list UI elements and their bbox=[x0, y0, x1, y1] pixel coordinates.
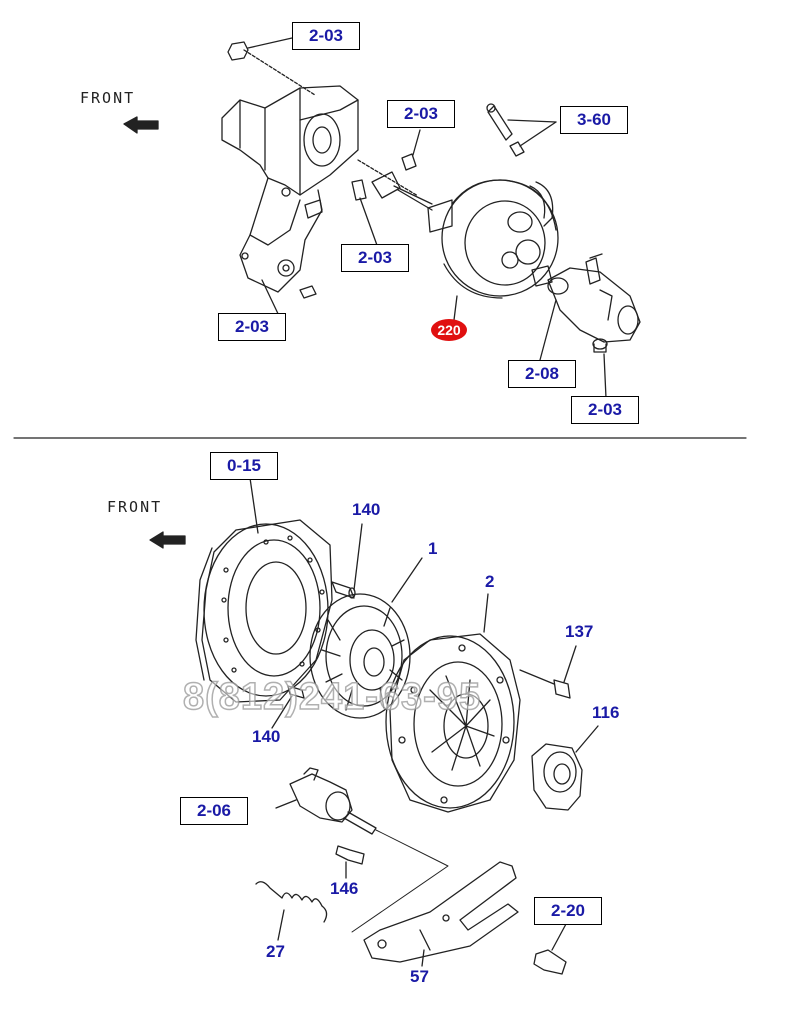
part-number-bearing[interactable]: 116 bbox=[592, 703, 620, 722]
ref-label-bolt-top[interactable]: 2-03 bbox=[292, 22, 360, 50]
ref-label-bolt-mid[interactable]: 2-03 bbox=[387, 100, 455, 128]
dowel-pin-top bbox=[331, 581, 356, 599]
front-label: FRONT bbox=[80, 89, 136, 107]
part-number-bleeder[interactable]: 146 bbox=[330, 879, 359, 898]
bleeder-screw bbox=[335, 845, 365, 865]
highlight-badge[interactable]: 220 bbox=[431, 319, 467, 341]
pushrod bbox=[351, 129, 433, 211]
part-number-spring[interactable]: 27 bbox=[266, 942, 285, 961]
ref-label-master-cylinder[interactable]: 2-08 bbox=[508, 360, 576, 388]
front-arrow-icon bbox=[123, 116, 159, 134]
ref-label-hose[interactable]: 3-60 bbox=[560, 106, 628, 134]
ref-label-clip[interactable]: 2-03 bbox=[341, 244, 409, 272]
top-bolt bbox=[227, 41, 316, 96]
part-number-pin-top[interactable]: 140 bbox=[352, 500, 381, 519]
ref-label-nut[interactable]: 2-03 bbox=[571, 396, 639, 424]
pedal-bracket bbox=[221, 85, 359, 299]
front-label-2: FRONT bbox=[107, 498, 163, 516]
pivot-bolt bbox=[533, 949, 567, 975]
pressure-plate-cover bbox=[385, 633, 521, 813]
ref-label-bracket[interactable]: 2-03 bbox=[218, 313, 286, 341]
flywheel bbox=[195, 519, 333, 703]
ref-label-flywheel[interactable]: 0-15 bbox=[210, 452, 278, 480]
part-number-pin-bottom[interactable]: 140 bbox=[252, 727, 281, 746]
clutch-disc bbox=[309, 593, 411, 719]
cover-bolt bbox=[519, 669, 571, 699]
return-spring bbox=[255, 881, 328, 923]
ref-label-pivot[interactable]: 2-20 bbox=[534, 897, 602, 925]
vacuum-hose bbox=[486, 103, 525, 157]
release-bearing bbox=[531, 743, 583, 811]
ref-label-slave-cylinder[interactable]: 2-06 bbox=[180, 797, 248, 825]
dowel-pin-bottom bbox=[287, 685, 305, 699]
part-number-bolt[interactable]: 137 bbox=[565, 622, 594, 641]
part-number-fork[interactable]: 57 bbox=[410, 967, 429, 986]
brake-booster bbox=[427, 179, 559, 299]
part-number-cover[interactable]: 2 bbox=[485, 572, 495, 591]
front-arrow-icon-2 bbox=[149, 531, 186, 549]
release-fork bbox=[363, 861, 519, 963]
part-number-disc[interactable]: 1 bbox=[428, 539, 438, 558]
slave-cylinder bbox=[289, 767, 449, 933]
master-cylinder bbox=[547, 253, 641, 353]
